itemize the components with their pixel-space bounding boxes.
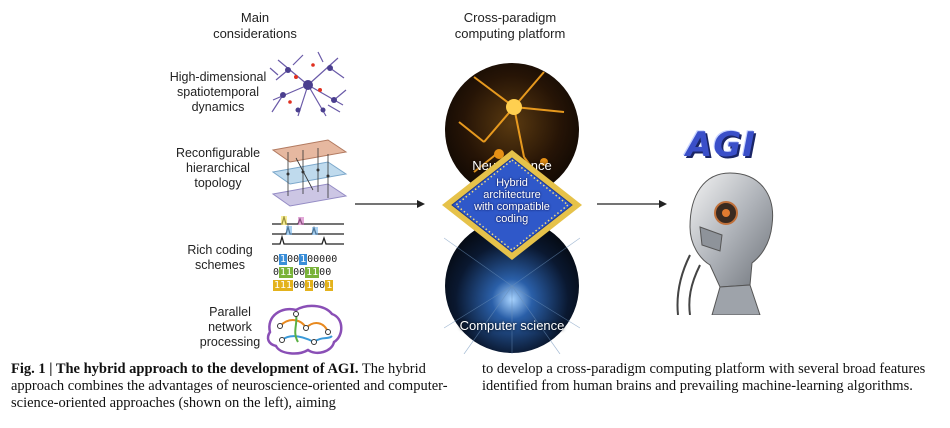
- label-topology: Reconfigurable hierarchical topology: [175, 146, 261, 190]
- layered-topology-illustration: [271, 139, 348, 207]
- agi-logo: AGI: [686, 125, 756, 165]
- bits-row: 111001001: [273, 280, 334, 291]
- spike-trains-illustration: [272, 216, 344, 245]
- center-heading: Cross-paradigm computing platform: [454, 10, 566, 41]
- label-parallel: Parallel network processing: [199, 305, 261, 349]
- label-coding: Rich coding schemes: [187, 243, 253, 272]
- hybrid-chip-icon: [442, 150, 582, 260]
- chip-label: Hybrid architecture with compatible codi…: [474, 177, 550, 225]
- neuron-network-illustration: [269, 51, 347, 117]
- figure-caption-col2: to develop a cross-paradigm computing pl…: [482, 361, 926, 394]
- left-heading: Main considerations: [213, 10, 297, 41]
- bits-row: 0100100000: [273, 254, 338, 265]
- figure-caption-col1: Fig. 1 | The hybrid approach to the deve…: [11, 361, 451, 412]
- label-dynamics: High-dimensional spatiotemporal dynamics: [169, 70, 267, 114]
- binary-codes: 0100100000 011001100 111001001: [273, 253, 337, 292]
- caption-text: The hybrid approach combines the advanta…: [11, 361, 448, 411]
- figure-label: Fig. 1 | The hybrid approach to the deve…: [11, 361, 359, 377]
- robot-head-illustration: [676, 172, 774, 315]
- computer-science-image: [444, 219, 580, 354]
- bits-row: 011001100: [273, 267, 332, 278]
- arrow-right-icon: [597, 200, 667, 208]
- arrow-right-icon: [355, 200, 425, 208]
- brain-network-illustration: [266, 304, 343, 355]
- computer-science-label: Computer science: [459, 318, 565, 333]
